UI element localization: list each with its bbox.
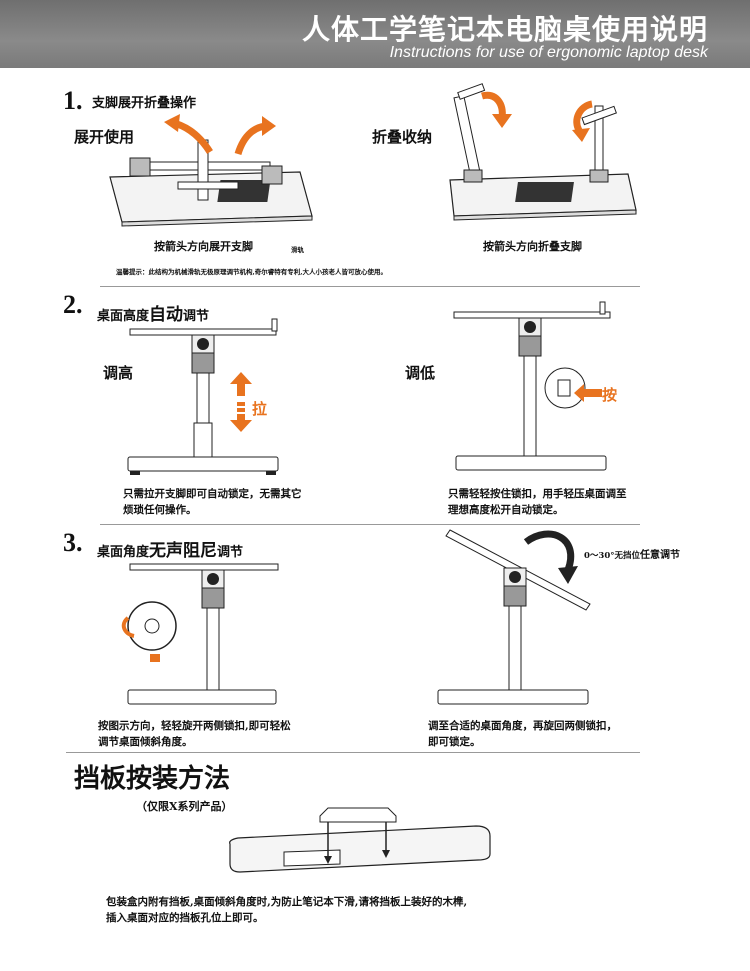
angle-tilt-illustration [437,529,591,705]
page-header: 人体工学笔记本电脑桌使用说明 Instructions for use of e… [0,0,750,68]
raise-label: 调高 [103,364,134,382]
lower-stand-illustration [453,301,611,471]
section3-number: 3. [63,528,83,557]
press-label: 按 [602,386,618,404]
lock-instructions: 调至合适的桌面角度，再旋回两侧锁扣，即可锁定。 [428,720,617,748]
baffle-instructions: 包装盒内附有挡板,桌面倾斜角度时,为防止笔记本下滑,请将挡板上装好的木榫,插入桌… [106,896,468,924]
rail-label: 滑轨 [291,246,304,254]
press-arrow-icon [574,384,602,402]
fold-label: 折叠收纳 [372,128,433,146]
tip-text: 温馨提示：此结构为机械滑轨无极原理调节机构,奇尔睿特有专利,大人小孩老人皆可放心… [116,268,388,276]
pull-label: 拉 [252,400,268,418]
up-down-arrow-icon [230,372,252,432]
divider-2 [100,524,640,525]
divider-1 [100,286,640,287]
angle-unlock-illustration [121,563,279,705]
section2-number: 2. [63,290,83,319]
unlock-instructions: 按图示方向，轻轻旋开两侧锁扣,即可轻松调节桌面倾斜角度。 [98,720,291,748]
unfold-desk-illustration [109,114,313,227]
fold-desk-illustration [449,83,637,221]
raise-instructions: 只需拉开支脚即可自动锁定，无需其它烦琐任何操作。 [123,488,302,516]
unfold-caption: 按箭头方向展开支脚 [154,240,253,253]
raise-stand-illustration [127,318,279,475]
header-title-cn: 人体工学笔记本电脑桌使用说明 [301,13,708,46]
section3-title: 桌面角度无声阻尼调节 [97,541,244,561]
baffle-install-illustration [229,807,491,873]
angle-note: 0～30°无挡位任意调节 [584,550,680,561]
unfold-label: 展开使用 [74,128,135,146]
section1-number: 1. [63,86,83,115]
fold-caption: 按箭头方向折叠支脚 [483,240,582,253]
divider-3 [66,752,640,753]
section2-title: 桌面高度自动调节 [97,305,210,325]
section1-title: 支脚展开折叠操作 [92,96,197,111]
lower-label: 调低 [405,364,436,382]
baffle-subtitle: （仅限X系列产品） [136,800,233,813]
lower-instructions: 只需轻轻按住锁扣，用手轻压桌面调至理想高度松开自动锁定。 [448,488,627,516]
baffle-title: 挡板按装方法 [74,764,231,794]
header-title-en: Instructions for use of ergonomic laptop… [389,44,708,61]
